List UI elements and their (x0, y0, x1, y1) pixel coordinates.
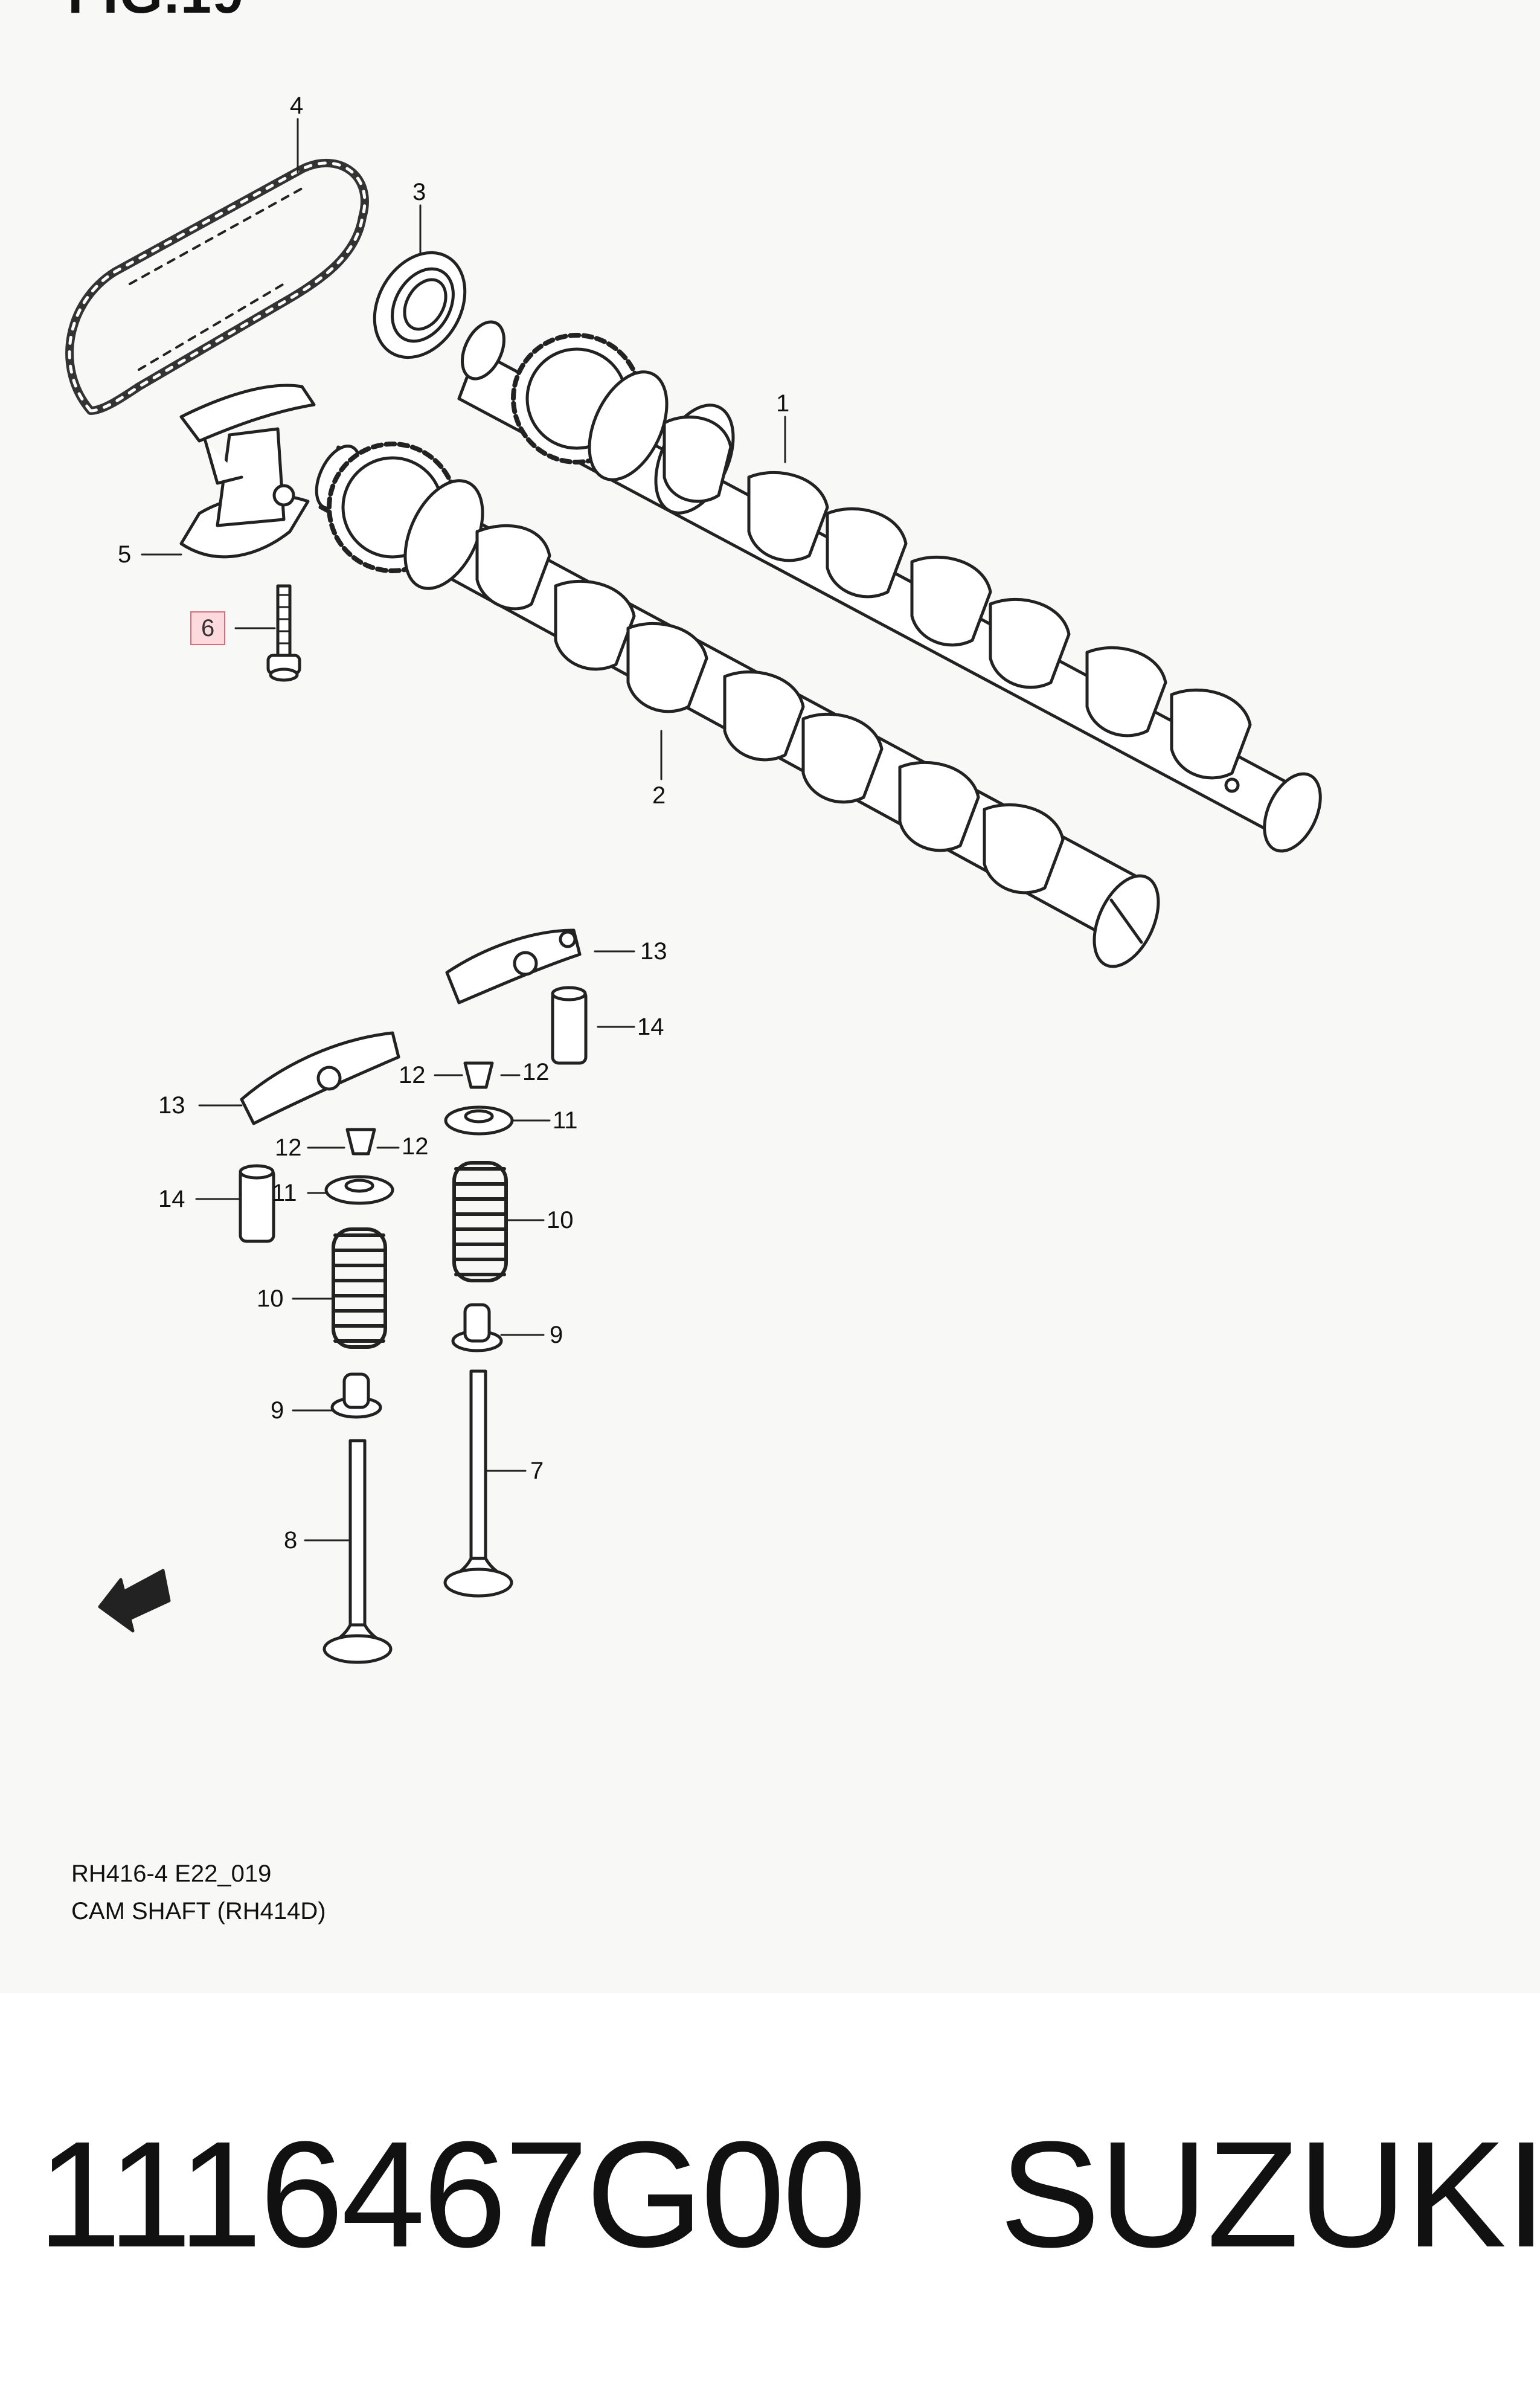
camshaft-2 (315, 442, 1160, 968)
callout-12-left-b: 12 (402, 1133, 429, 1160)
valve-spring-right (452, 1161, 508, 1282)
callout-3: 3 (412, 179, 426, 205)
valve-left (322, 1439, 393, 1664)
spring-retainer-left (324, 1175, 394, 1205)
diagram-frame: FIG.19 (65, 0, 1322, 1924)
timing-chain (65, 159, 369, 415)
rocker-arm-lower (240, 1031, 400, 1125)
diagram-code: RH416-4 E22_019 (71, 1860, 272, 1887)
spring-retainer-right (444, 1105, 514, 1136)
valve-stem-seal-left (330, 1372, 382, 1419)
chain-tensioner (179, 384, 316, 559)
lash-adjuster-left (239, 1164, 275, 1243)
callout-12-left-a: 12 (275, 1134, 302, 1161)
callout-11-right: 11 (553, 1107, 578, 1134)
part-number: 1116467G00 (37, 2110, 867, 2278)
callout-4: 4 (290, 92, 304, 119)
callout-10-right: 10 (547, 1207, 574, 1233)
callout-14-left: 14 (158, 1186, 185, 1212)
callout-12-right-b: 12 (522, 1059, 550, 1085)
callout-9-left: 9 (271, 1397, 284, 1424)
callout-9-right: 9 (550, 1322, 563, 1348)
oil-seal (373, 251, 467, 359)
callout-6-highlighted[interactable]: 6 (190, 611, 226, 645)
exploded-view-drawing (65, 118, 1322, 1664)
diagram-caption: CAM SHAFT (RH414D) (71, 1898, 326, 1924)
brand-name: SUZUKI (999, 2110, 1540, 2278)
valve-stem-seal-right (451, 1303, 503, 1352)
bolt (266, 584, 301, 682)
valve-spring-left (332, 1227, 387, 1349)
callout-8: 8 (284, 1527, 298, 1554)
valve-right (443, 1369, 513, 1598)
camshaft-1 (457, 320, 1322, 853)
callout-10-left: 10 (257, 1285, 284, 1312)
callout-14-right: 14 (637, 1014, 664, 1040)
callout-13-lower: 13 (158, 1092, 185, 1119)
callout-11-left: 11 (272, 1180, 297, 1206)
callout-12-right-a: 12 (399, 1062, 426, 1088)
callout-13-upper: 13 (640, 938, 667, 965)
figure-title: FIG.19 (68, 0, 245, 26)
forward-arrow-icon (98, 1569, 171, 1633)
valve-cotter-left (345, 1128, 376, 1156)
callout-7: 7 (530, 1458, 544, 1484)
valve-cotter-right (463, 1061, 494, 1089)
callout-1: 1 (776, 390, 790, 417)
callout-2: 2 (652, 782, 666, 809)
rocker-arm-upper (445, 928, 582, 1005)
callout-5: 5 (118, 541, 132, 568)
lash-adjuster-right (551, 986, 588, 1065)
callout-leader-lines (141, 118, 786, 1542)
